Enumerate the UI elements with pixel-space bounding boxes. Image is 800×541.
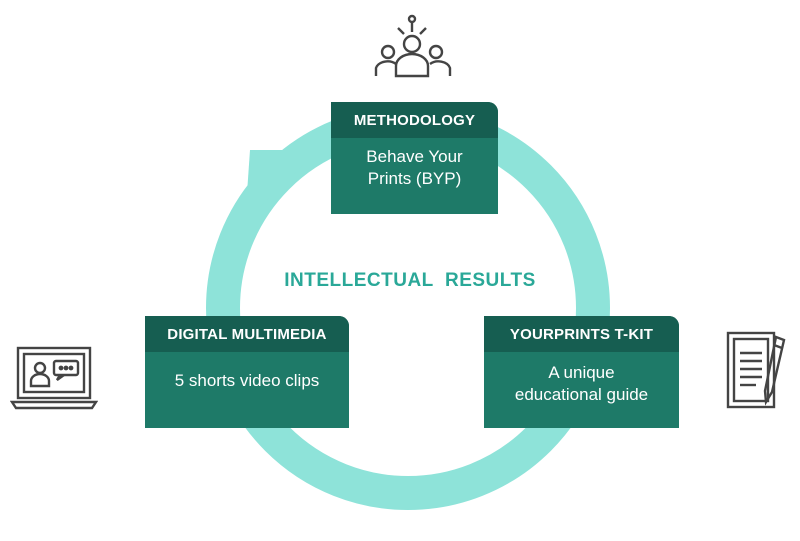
team-network-icon: [368, 10, 458, 82]
cycle-arrowhead: [245, 150, 318, 222]
digital-multimedia-node: DIGITAL MULTIMEDIA 5 shorts video clips: [145, 316, 349, 428]
yourprints-tkit-title: YOURPRINTS T-KIT: [484, 316, 679, 352]
digital-multimedia-body: 5 shorts video clips: [174, 371, 320, 390]
video-call-laptop-icon: [9, 346, 99, 410]
methodology-node: METHODOLOGY Behave Your Prints (BYP): [331, 102, 498, 214]
yourprints-tkit-node: YOURPRINTS T-KIT A unique educational gu…: [484, 316, 679, 428]
digital-multimedia-title: DIGITAL MULTIMEDIA: [145, 316, 349, 352]
document-pen-icon: [724, 331, 792, 411]
yourprints-tkit-body: A unique educational guide: [514, 363, 649, 404]
methodology-body: Behave Your Prints (BYP): [366, 147, 463, 188]
methodology-title: METHODOLOGY: [331, 102, 498, 138]
center-title: INTELLECTUAL RESULTS: [284, 270, 536, 291]
